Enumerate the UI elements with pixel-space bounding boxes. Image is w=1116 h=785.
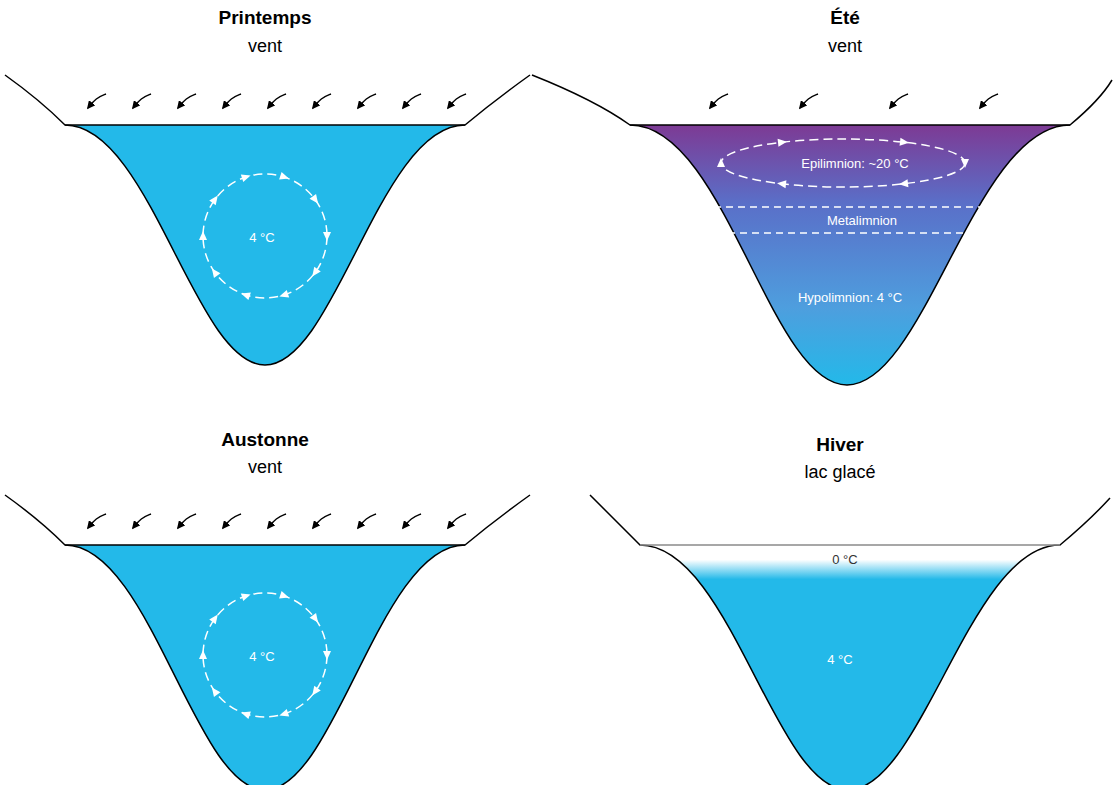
wind-arrow (268, 514, 286, 528)
circulation-arrowhead (212, 268, 221, 278)
circulation-arrowhead (323, 651, 331, 660)
temperature-label: Epilimnion: ~20 °C (801, 157, 908, 172)
wind-arrow (710, 94, 728, 108)
lake-shore (590, 495, 1110, 785)
lake-panel: Printemps vent 4 °C (0, 0, 558, 392)
lake-shore (5, 75, 530, 365)
water-surface (65, 124, 465, 126)
circulation-arrowhead (961, 159, 969, 168)
layer-label: Hypolimnion: 4 °C (798, 291, 902, 306)
water-surface (65, 544, 465, 546)
circulation-arrowhead (241, 593, 251, 601)
ice-surface (640, 544, 1060, 546)
wind-arrow (133, 514, 151, 528)
circulation-arrowhead (312, 686, 321, 696)
lake-panel: Austonne vent 4 °C (0, 392, 558, 785)
circulation-arrowhead (241, 292, 251, 300)
lake-panel: Été ventEpilimnion: ~20 °C MetalimnionHypo… (558, 0, 1116, 392)
wind-arrow (403, 94, 421, 108)
wind-arrow (358, 94, 376, 108)
wind-arrow (980, 94, 998, 108)
temperature-label: 4 °C (249, 231, 274, 246)
circulation-arrowhead (241, 174, 251, 182)
lake-water (640, 545, 1060, 785)
wind-arrow (800, 94, 818, 108)
wind-arrow (223, 94, 241, 108)
lake-panel: Hiver lac glacé 0 °C 4 °C (558, 392, 1116, 785)
wind-arrow (890, 94, 908, 108)
season-title: Austonne (221, 429, 309, 451)
wind-label: vent (248, 36, 282, 57)
temperature-label: 4 °C (249, 650, 274, 665)
thermocline-line (704, 232, 1002, 233)
circulation-arrowhead (279, 591, 289, 599)
wind-arrow (448, 514, 466, 528)
circulation-arrowhead (209, 615, 218, 625)
wind-arrow (178, 514, 196, 528)
wind-arrow (313, 514, 331, 528)
layer-label: 4 °C (827, 653, 852, 668)
circulation-loop (203, 593, 327, 717)
season-title: Hiver (816, 434, 864, 456)
lake-water (65, 125, 465, 365)
lake-shore (532, 75, 1112, 385)
temperature-label: 0 °C (832, 553, 857, 568)
circulation-arrowhead (900, 138, 909, 146)
wind-arrow (403, 514, 421, 528)
wind-label: vent (828, 36, 862, 57)
wind-arrow (313, 94, 331, 108)
circulation-arrowhead (717, 158, 725, 167)
circulation-arrowhead (279, 709, 289, 717)
ice-label: lac glacé (804, 462, 875, 483)
circulation-arrowhead (199, 650, 207, 659)
circulation-arrowhead (199, 231, 207, 240)
layer-label: Metalimnion (827, 214, 897, 229)
wind-arrow (358, 514, 376, 528)
wind-arrow (448, 94, 466, 108)
circulation-arrowhead (778, 139, 787, 147)
circulation-arrowhead (209, 196, 218, 206)
lake-water (630, 125, 1070, 385)
circulation-loop (721, 139, 965, 187)
wind-arrow (88, 514, 106, 528)
lake-shore (5, 495, 530, 785)
circulation-arrowhead (212, 687, 221, 697)
circulation-arrowhead (279, 172, 289, 180)
wind-arrow (268, 94, 286, 108)
circulation-arrowhead (310, 613, 319, 623)
circulation-arrowhead (777, 180, 786, 188)
water-surface (630, 124, 1070, 126)
season-title: Printemps (219, 7, 312, 29)
circulation-arrowhead (899, 179, 908, 187)
circulation-arrowhead (323, 232, 331, 241)
season-title: Été (830, 7, 860, 29)
wind-arrow (178, 94, 196, 108)
wind-label: vent (248, 457, 282, 478)
circulation-arrowhead (241, 711, 251, 719)
circulation-arrowhead (310, 194, 319, 204)
wind-arrow (88, 94, 106, 108)
wind-arrow (223, 514, 241, 528)
circulation-arrowhead (279, 290, 289, 298)
circulation-loop (203, 174, 327, 298)
circulation-arrowhead (312, 267, 321, 277)
wind-arrow (133, 94, 151, 108)
thermocline-line (690, 206, 1012, 207)
lake-water (65, 545, 465, 785)
